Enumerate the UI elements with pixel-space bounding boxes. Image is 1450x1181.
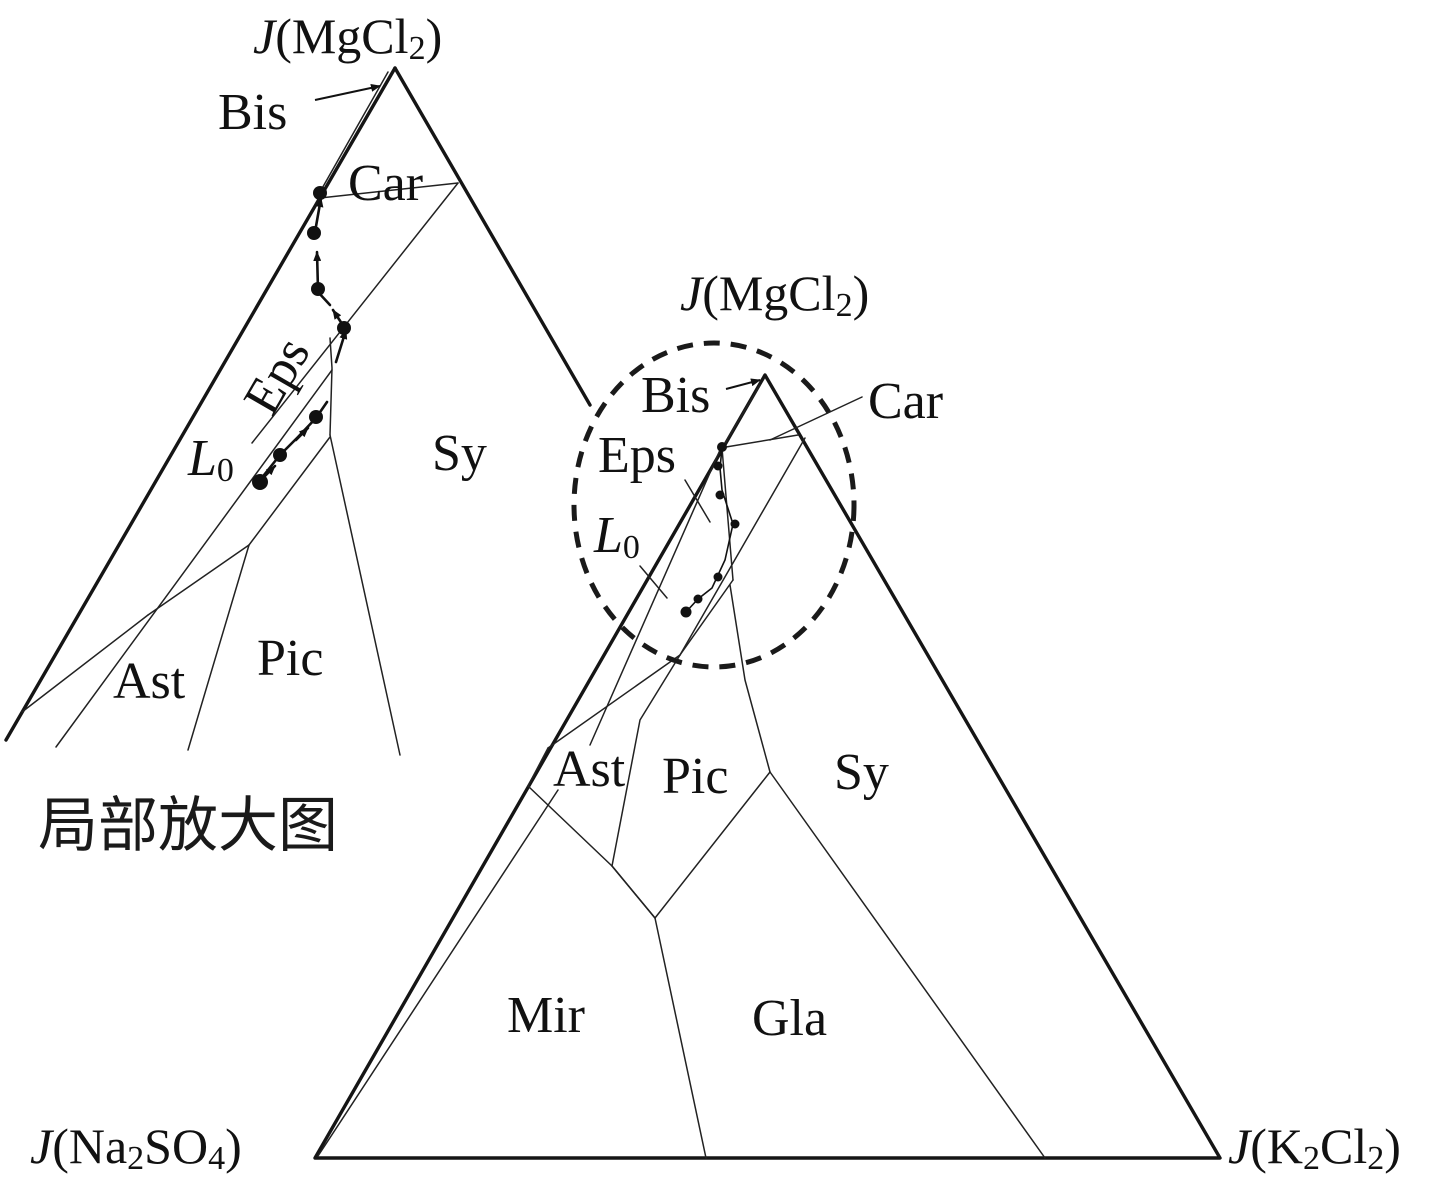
main-region-bis: Bis <box>641 367 710 424</box>
zoom-region-circle <box>571 340 857 670</box>
inset-path-point <box>252 474 268 490</box>
inset-bis-arrow <box>314 83 381 101</box>
main-path-point <box>715 490 725 500</box>
inset-path-point <box>313 186 327 200</box>
main-region-mir: Mir <box>507 987 585 1044</box>
bis-leader-arrow <box>725 378 761 390</box>
main-region-l0: L0 <box>593 507 640 566</box>
inset-path-point <box>311 282 325 296</box>
main-path-point <box>693 594 703 604</box>
car-leader-line <box>769 396 863 441</box>
main-region-ast: Ast <box>553 741 626 798</box>
inset-region-pic: Pic <box>257 630 323 687</box>
main-region-eps: Eps <box>598 427 676 484</box>
main-apex-label: J(MgCl2) <box>680 265 869 324</box>
main-path-point <box>717 442 727 452</box>
inset-caption: 局部放大图 <box>38 791 338 861</box>
main-right-corner-label: J(K2Cl2) <box>1228 1118 1401 1177</box>
eps-leader-line <box>684 479 711 523</box>
inset-phase-boundaries <box>21 71 459 756</box>
inset-region-bis: Bis <box>218 84 287 141</box>
main-crystallization-path <box>680 442 740 618</box>
main-region-gla: Gla <box>752 990 827 1047</box>
main-region-pic: Pic <box>662 748 728 805</box>
inset-region-ast: Ast <box>113 653 186 710</box>
inset-path-point <box>273 448 287 462</box>
inset-right-edge <box>393 66 592 407</box>
main-left-corner-label: J(Na2SO4) <box>30 1118 242 1177</box>
inset-left-edge <box>4 66 397 742</box>
main-triangle-outline <box>313 373 1222 1160</box>
main-path-point <box>680 606 692 618</box>
inset-crystallization-path <box>252 186 351 490</box>
inset-region-l0: L0 <box>187 430 234 489</box>
inset-path-point <box>309 410 323 424</box>
inset-region-sy: Sy <box>432 425 487 482</box>
main-path-point <box>713 572 723 582</box>
inset-path-point <box>307 226 321 240</box>
inset-region-eps: Eps <box>233 328 321 424</box>
inset-region-car: Car <box>348 155 423 212</box>
main-phase-boundaries <box>317 384 1046 1159</box>
main-path-point <box>713 461 723 471</box>
main-path-point <box>730 519 740 529</box>
main-region-car: Car <box>868 373 943 430</box>
inset-path-point <box>337 321 351 335</box>
main-diagram: J(MgCl2) J(Na2SO4) J(K2Cl2) Bis Car Eps … <box>30 265 1401 1177</box>
main-region-sy: Sy <box>834 744 889 801</box>
inset-apex-label: J(MgCl2) <box>253 8 442 67</box>
l0-leader-line <box>639 565 668 599</box>
inset-diagram: J(MgCl2) Bis Car Eps L0 Sy Ast Pic 局部放大图 <box>4 8 592 861</box>
